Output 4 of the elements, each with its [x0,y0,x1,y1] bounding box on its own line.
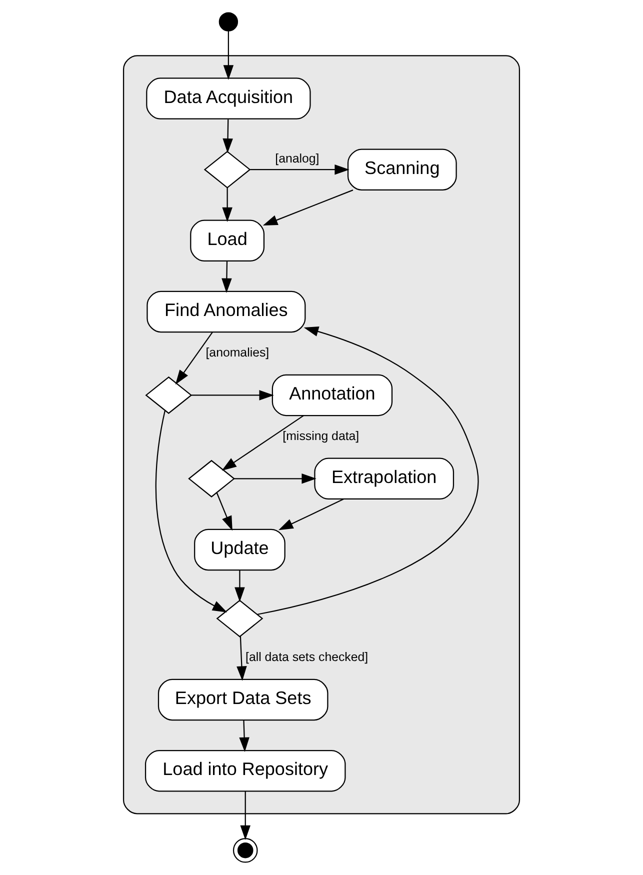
edge-label: [analog] [275,152,320,166]
edge-label: [anomalies] [206,346,270,360]
edge-label: [missing data] [282,429,360,444]
edge-label: [all data sets checked] [245,650,368,664]
